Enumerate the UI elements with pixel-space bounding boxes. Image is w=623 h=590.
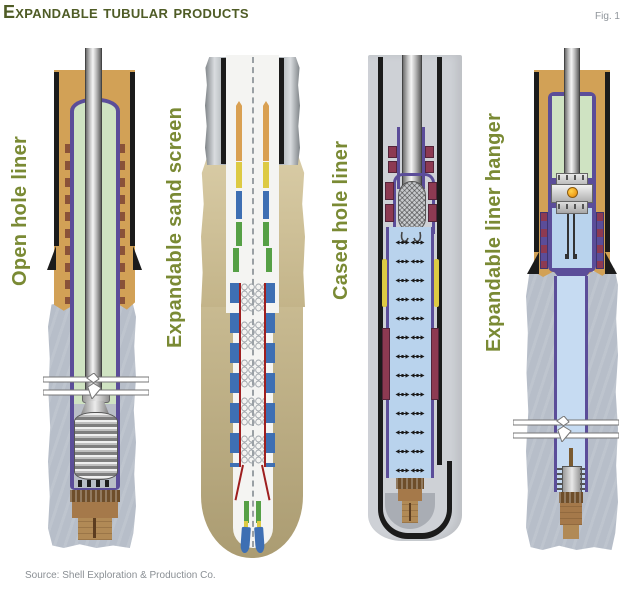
work-string (564, 48, 580, 180)
screen-joint-green-right (263, 222, 269, 246)
screen-joint-green-step-right (266, 248, 272, 272)
figure-number: Fig. 1 (594, 11, 620, 22)
casing-left (205, 57, 226, 165)
formation-wall-left (201, 151, 228, 307)
screen-joint-yellow-right (263, 162, 269, 188)
slip-yellow-left (382, 259, 387, 307)
screen-tabs-right (266, 283, 275, 467)
shoe-foot (563, 525, 579, 539)
seal-element (425, 161, 434, 173)
casing-shoe-flare-left (527, 252, 539, 274)
seal-element (425, 146, 434, 158)
casing-bottom (378, 461, 452, 539)
seal-element (428, 182, 437, 200)
cone-skirt (78, 480, 112, 487)
casing-wall-right (437, 57, 442, 465)
casing-right (279, 57, 300, 165)
screen-base-pipe-right (264, 283, 266, 467)
seal-element (385, 182, 394, 200)
casing-lining-left (221, 58, 226, 164)
hanger-interior-lower (552, 208, 592, 268)
shoe-body (72, 502, 118, 518)
screen-joint-blue-left (236, 191, 242, 219)
screen-joint-yellow-left (236, 162, 242, 188)
liner-top-shoulder (393, 173, 435, 234)
liner-wall-right (585, 276, 588, 492)
liner-wall-left (554, 276, 557, 492)
lower-green-segment-right (256, 501, 261, 523)
pipe-break-symbol (513, 416, 619, 442)
work-string (85, 48, 102, 412)
shoe-band (70, 490, 120, 502)
screen-joint-orange-left (236, 101, 242, 161)
seal-element (428, 204, 437, 222)
screen-joint-orange-right (263, 101, 269, 161)
shoe-band (559, 492, 583, 503)
casing-shoe-flare-right (605, 252, 617, 274)
anchor-seals-left (65, 144, 71, 304)
shoe-body (560, 503, 582, 525)
source-caption: Source: Shell Exploration & Production C… (25, 570, 216, 581)
panel-label-cased-hole-liner: Cased hole liner (330, 140, 352, 300)
cone-cap (81, 401, 109, 414)
casing-wall-right (130, 72, 135, 246)
panel-label-open-hole-liner: Open hole liner (9, 135, 31, 286)
screen-joint-green-left (236, 222, 242, 246)
screen-tabs-left (230, 283, 239, 467)
pipe-break-symbol (43, 373, 149, 399)
formation-wall-right (277, 151, 305, 307)
cased-hole-liner-diagram (365, 55, 465, 547)
bullnose-right (254, 526, 265, 554)
casing-wall-right (605, 72, 610, 252)
casing-wall-left (378, 57, 383, 465)
rod-foot (565, 254, 569, 259)
open-hole-liner-diagram (43, 48, 149, 552)
screen-joint-blue-right (263, 191, 269, 219)
liner-taper (551, 268, 593, 278)
seal-element (388, 146, 397, 158)
panel-label-expandable-sand-screen: Expandable sand screen (164, 106, 186, 348)
slip-yellow-right (434, 259, 439, 307)
expandable-sand-screen-diagram (200, 55, 306, 565)
seal-band-left (540, 212, 548, 269)
seal-band-right (596, 212, 604, 269)
bottom-tool (562, 466, 582, 494)
hanger-port-indicator (567, 187, 578, 198)
expandable-liner-hanger-diagram (513, 48, 623, 562)
tool-fins-left (557, 468, 562, 490)
seal-band-right (431, 328, 439, 400)
screen-joint-green-step-left (233, 248, 239, 272)
expansion-cone (398, 181, 426, 231)
setting-rod-right (573, 178, 575, 256)
woven-screen-mesh (241, 283, 264, 467)
expansion-arrows (395, 233, 425, 473)
shoe-body (398, 489, 422, 501)
shoe-pin (409, 503, 411, 521)
anchor-seals-right (119, 144, 125, 304)
screen-base-pipe-left (239, 283, 241, 467)
lower-green-segment-left (244, 501, 249, 523)
rod-foot (573, 254, 577, 259)
hanger-line-right (422, 127, 425, 189)
hanger-slots-bottom (558, 204, 584, 209)
casing-shoe-flare-left (47, 246, 56, 270)
setting-rod-left (567, 178, 569, 256)
casing-shoe-flare-right (133, 246, 142, 270)
expansion-cone (74, 412, 118, 480)
seal-element (385, 204, 394, 222)
shoe-band (396, 478, 424, 489)
figure-title: Expandable tubular products (3, 2, 249, 22)
hanger-slots-top (558, 175, 584, 180)
panel-label-expandable-liner-hanger: Expandable liner hanger (483, 112, 505, 352)
shoe-pin (93, 518, 96, 538)
tool-fins-right (580, 468, 585, 490)
hanger-line-left (397, 127, 400, 189)
casing-lining-right (279, 58, 284, 164)
seal-element (388, 161, 397, 173)
tool-stinger (569, 448, 573, 470)
casing-wall-left (534, 72, 539, 252)
casing-wall-left (54, 72, 59, 246)
seal-band-left (382, 328, 390, 400)
